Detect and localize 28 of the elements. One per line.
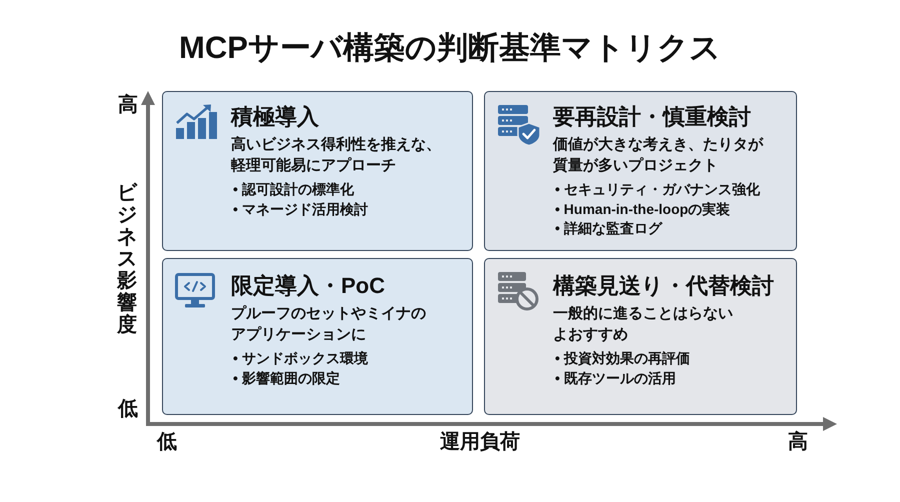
quadrant-panel: [484, 258, 797, 415]
axis-high-label: 高: [788, 430, 808, 454]
axis-high-label: 高: [118, 93, 138, 117]
bullet-item: • セキュリティ・ガバナンス強化: [554, 180, 760, 199]
bullet-item: • 投資対効果の再評価: [554, 349, 690, 368]
bullet-item: • Human-in-the-loopの実装: [554, 200, 730, 219]
quadrant-description: 高いビジネス得利性を推えな、軽理可能易にアプローチ: [231, 135, 442, 176]
bullet-item: • 認可設計の標準化: [232, 180, 354, 199]
bullet-item: • 影響範囲の限定: [232, 368, 340, 388]
quadrant-description: 価値が大きな考えき、たりタが質量が多いプロジェクト: [553, 135, 764, 176]
axis-low-label: 低: [157, 430, 177, 454]
axis-low-label: 低: [118, 397, 138, 421]
quadrant-heading: 構築見送り・代替検討: [553, 272, 774, 300]
x-axis-title: 運用負荷: [440, 430, 520, 454]
quadrant-panel: [162, 258, 473, 415]
diagram-title: MCPサーバ構築の判断基準マトリクス: [179, 29, 721, 67]
quadrant-description: プルーフのセットやミイナのアプリケーションに: [231, 304, 427, 345]
quadrant-panel: [484, 91, 797, 251]
bullet-item: • 詳細な監査ログ: [554, 219, 662, 238]
bullet-item: • マネージド活用検討: [232, 200, 368, 218]
quadrant-panel: [162, 91, 473, 251]
y-axis-title: ビジネス影響度: [117, 182, 137, 336]
bullet-item: • 既存ツールの活用: [554, 368, 676, 388]
quadrant-heading: 要再設計・慎重検討: [553, 103, 751, 131]
quadrant-heading: 限定導入・PoC: [231, 272, 385, 300]
bullet-item: • サンドボックス環境: [232, 349, 368, 368]
quadrant-description: 一般的に進ることはらないよおすすめ: [553, 304, 734, 345]
quadrant-heading: 積極導入: [231, 103, 319, 131]
